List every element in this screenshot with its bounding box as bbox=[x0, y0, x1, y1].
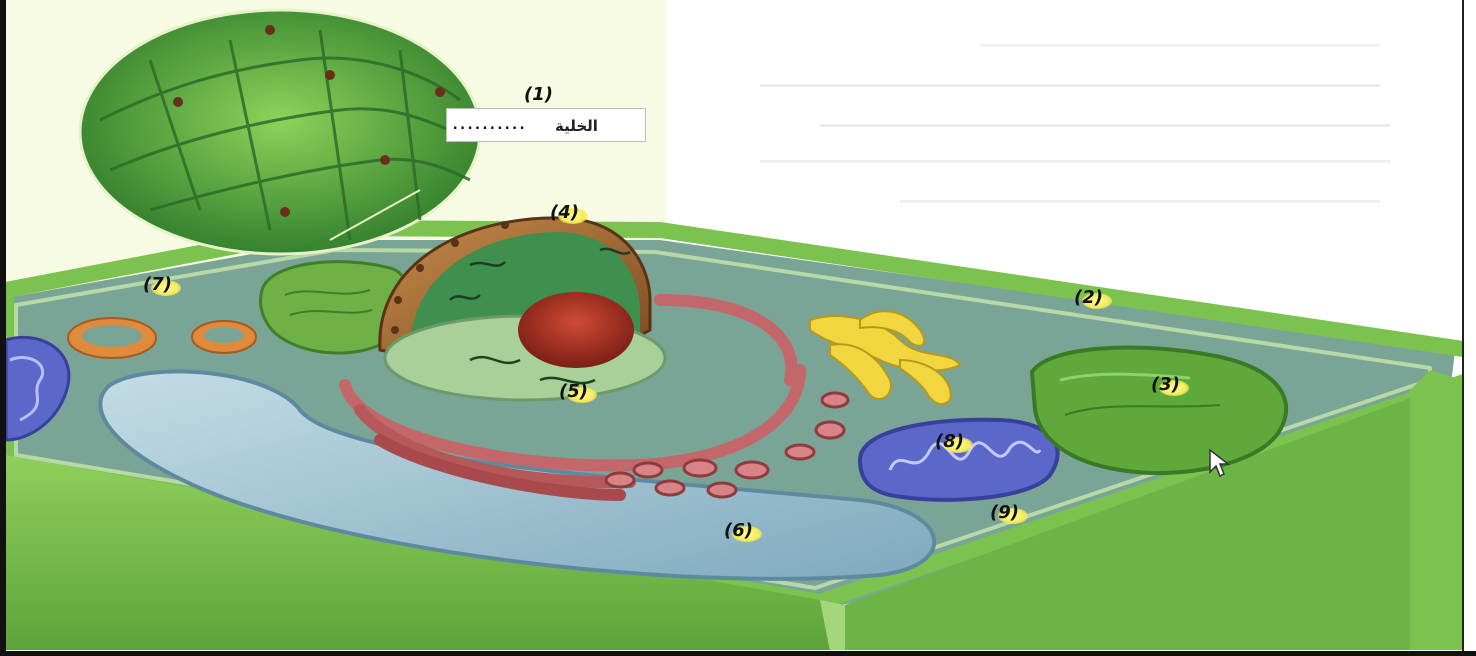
chloroplast-right bbox=[1032, 348, 1286, 473]
label-dots: .......... bbox=[451, 117, 525, 133]
tag-6: (6) bbox=[724, 520, 753, 541]
tag-8: (8) bbox=[935, 431, 964, 452]
frame-right-border bbox=[1462, 0, 1476, 656]
label-arabic-cell: الخلية bbox=[555, 117, 598, 135]
tag-3: (3) bbox=[1151, 374, 1180, 395]
tag-5: (5) bbox=[559, 381, 588, 402]
cell-wall-right-end bbox=[1410, 370, 1462, 650]
tag-1: (1) bbox=[524, 84, 553, 105]
label-box-cell: .......... الخلية bbox=[446, 108, 646, 142]
tag-2: (2) bbox=[1074, 287, 1103, 308]
tag-4: (4) bbox=[550, 202, 579, 223]
faint-background-text bbox=[760, 44, 1390, 203]
cursor-icon bbox=[1208, 448, 1230, 478]
tag-7: (7) bbox=[143, 274, 172, 295]
nucleolus bbox=[518, 292, 634, 368]
frame-bottom-border bbox=[0, 651, 1476, 656]
tag-9: (9) bbox=[990, 502, 1019, 523]
frame-left-border bbox=[0, 0, 6, 656]
